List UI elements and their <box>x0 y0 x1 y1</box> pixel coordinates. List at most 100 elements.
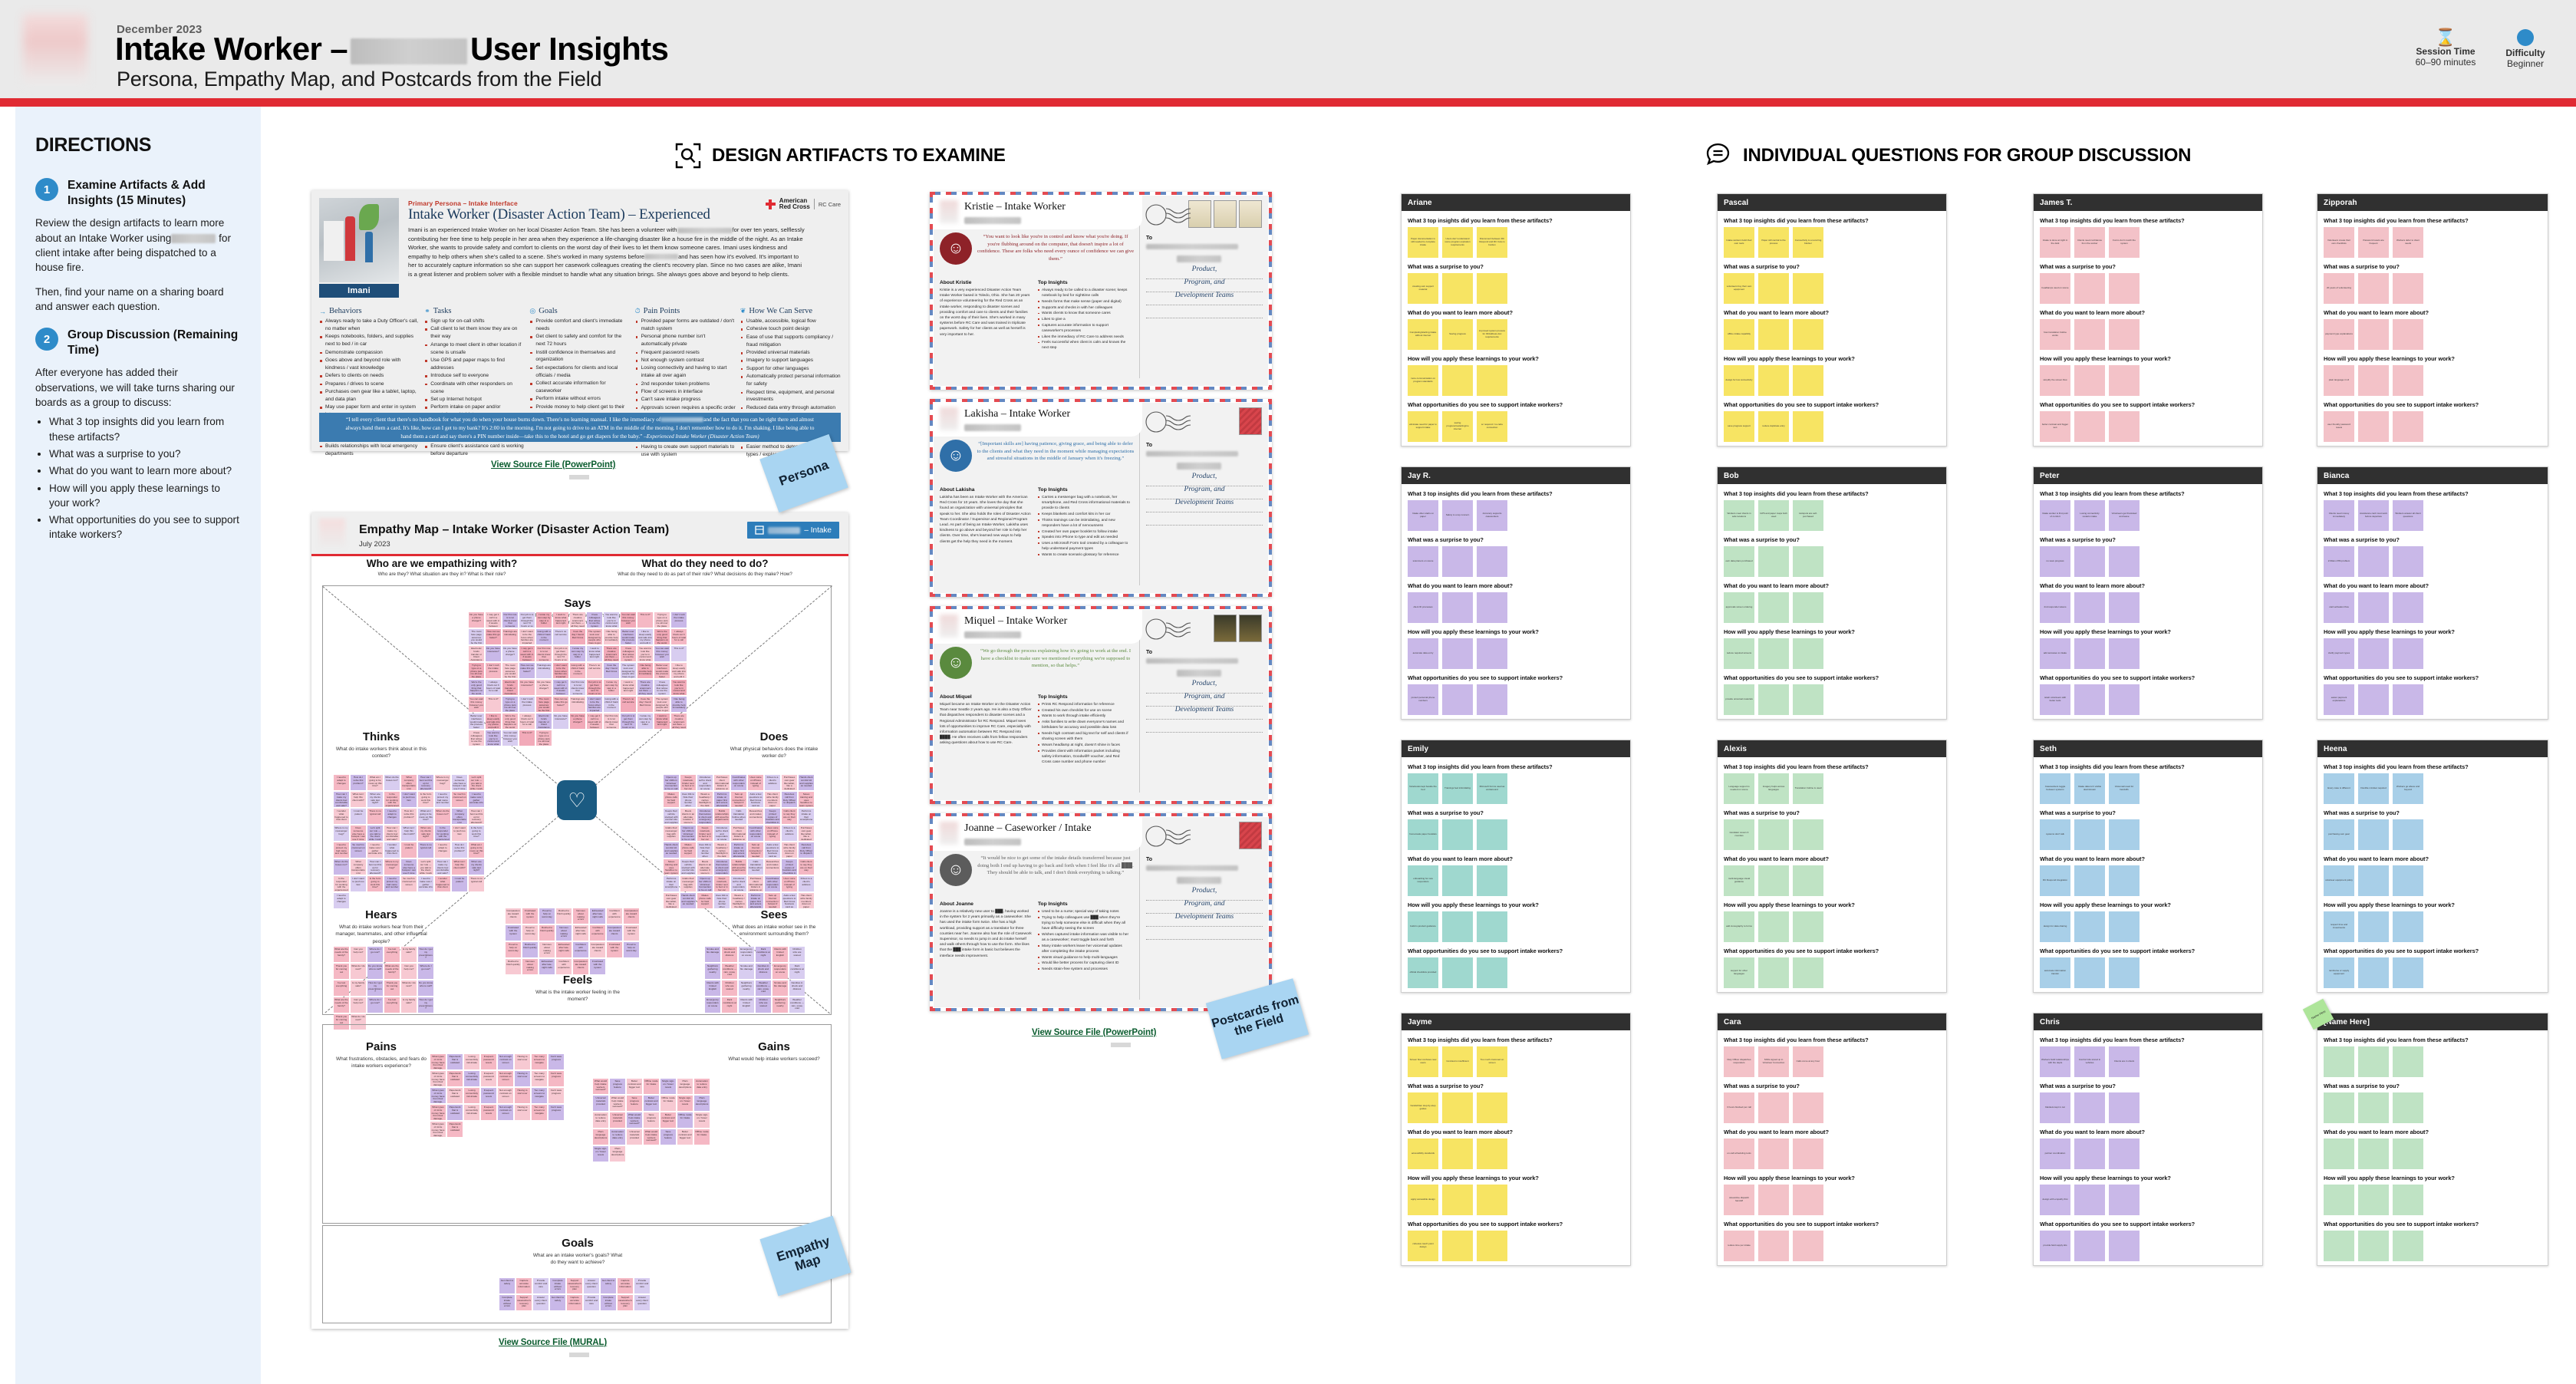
board-sticky-note[interactable]: support for other languages <box>1724 957 1754 988</box>
board-sticky-note[interactable]: Shifts signed up in Volunteer Connection <box>1758 1046 1789 1077</box>
sticky-note[interactable]: What types of circle money have from the… <box>430 1105 446 1120</box>
board-sticky-note[interactable]: 2nd responder tokens <box>2040 592 2070 623</box>
sticky-note[interactable]: Losing connectivity mid-intake <box>464 1054 479 1069</box>
sticky-note[interactable]: Losing connectivity mid-intake <box>464 1071 479 1086</box>
sticky-note[interactable]: I've lost everything <box>384 947 400 962</box>
sticky-cluster-says[interactable]: Do you have a phone charger?I may get 1 … <box>469 612 691 746</box>
board-sticky-note[interactable] <box>1477 1231 1507 1261</box>
board-sticky-note[interactable]: Duty Officer dispatches responders <box>1724 1046 1754 1077</box>
sticky-note[interactable]: Frequent password resets <box>481 1054 496 1069</box>
sticky-note[interactable]: You want to look like you're in control … <box>671 680 687 695</box>
board-sticky-note[interactable] <box>2109 592 2140 623</box>
sticky-note[interactable]: Having to start over <box>515 1054 530 1069</box>
board-sticky-note[interactable] <box>1442 957 1473 988</box>
board-sticky-note[interactable] <box>2393 365 2423 396</box>
board-sticky-note[interactable] <box>1793 319 1823 350</box>
sticky-note[interactable]: Too many screens to navigate <box>532 1088 547 1103</box>
sticky-note[interactable]: Asks a few questions to Red Cross busine… <box>782 893 797 908</box>
board-sticky-note[interactable]: systems don't talk <box>2040 819 2070 850</box>
sticky-note[interactable]: I don't want to push too fast <box>351 876 366 891</box>
sticky-note[interactable]: I don't want to push too fast <box>452 825 467 841</box>
sticky-note[interactable]: I have colleagues that refuse to use the… <box>621 646 636 661</box>
sticky-note[interactable]: Researches and makes connections <box>748 809 763 824</box>
board-sticky-note[interactable]: sc respond / no carte connection <box>1477 411 1507 442</box>
sticky-note[interactable]: Better user interfaces would make the pr… <box>621 629 636 644</box>
board-sticky-note[interactable] <box>2393 638 2423 669</box>
board-sticky-note[interactable]: multi-language visual guidance <box>1724 865 1754 896</box>
sticky-note[interactable]: Is the form going to work this time? <box>418 792 433 807</box>
sticky-note[interactable]: Neighbors gathering nearby <box>772 997 788 1013</box>
board-sticky-note[interactable] <box>2109 319 2140 350</box>
board-sticky-note[interactable]: Workers answer all client questions <box>2393 500 2423 531</box>
sticky-note[interactable]: Complete intake without errors <box>601 1295 616 1310</box>
sticky-note[interactable]: What types of circle money have from the… <box>430 1071 446 1086</box>
sticky-note[interactable]: I may get 1 call in a week with 2-3 week… <box>519 646 535 661</box>
board-sticky-note[interactable] <box>2074 592 2105 623</box>
sticky-note[interactable]: There's no cell service <box>621 697 636 712</box>
board-sticky-note[interactable] <box>1793 592 1823 623</box>
sticky-note[interactable]: Purchases own gear like tablet, like a d… <box>664 893 679 908</box>
sticky-note[interactable]: What types of circle money have from the… <box>430 1054 446 1069</box>
sticky-note[interactable]: Uses voice on iPhone instead of typing <box>765 825 780 841</box>
sticky-note[interactable]: Drives to a client's address <box>799 876 814 891</box>
sticky-note[interactable]: Opens up her shifts in Volunteer Connect… <box>664 775 679 790</box>
board-sticky-note[interactable]: approvals screen ordering <box>1724 592 1754 623</box>
board-sticky-note[interactable]: Every case is different <box>2324 773 2354 804</box>
sticky-note[interactable]: Can't save progress <box>548 1105 564 1120</box>
sticky-note[interactable]: Sets up Internet connection / hotspot if… <box>731 792 746 807</box>
sticky-note[interactable]: What can I help this client with? <box>351 792 366 807</box>
board-sticky-note[interactable] <box>2358 1231 2389 1261</box>
sticky-note[interactable]: Complete intake without errors <box>499 1295 515 1310</box>
sticky-note[interactable]: Better contrast and bigger text <box>627 1079 642 1094</box>
sticky-note[interactable]: Coordinates with other responders on sce… <box>765 876 780 891</box>
sticky-note[interactable]: Better contrast and bigger text <box>644 1096 659 1111</box>
sticky-note[interactable]: Families in shock and distress <box>756 964 771 979</box>
sticky-note[interactable]: Having to start over <box>515 1071 530 1086</box>
sticky-note[interactable]: What company offers transportation for d… <box>401 775 417 790</box>
sticky-note[interactable]: Rushed to finish quickly <box>522 942 538 957</box>
board-sticky-note[interactable]: creating own support material <box>1408 273 1438 304</box>
sticky-note[interactable]: Drives to a client's address <box>765 775 780 790</box>
board-sticky-note[interactable] <box>1477 911 1507 942</box>
sticky-note[interactable]: Answer every client question <box>584 1278 599 1293</box>
board-sticky-note[interactable]: Too much crammed on screen <box>1477 1046 1507 1077</box>
sticky-note[interactable]: I don't want to be the focus when famili… <box>519 629 535 644</box>
sticky-note[interactable]: Smoke and fire damage <box>772 980 788 996</box>
sticky-note[interactable]: Has client write family members down on … <box>765 792 780 807</box>
board-sticky-note[interactable] <box>2393 1092 2423 1123</box>
board-sticky-note[interactable] <box>2324 1046 2354 1077</box>
sticky-note[interactable]: I wonder what happened to that client <box>435 876 450 891</box>
sticky-note[interactable]: Single sign-on / fewer resets <box>593 1146 608 1162</box>
sticky-note[interactable]: Single sign-on / fewer resets <box>677 1096 693 1111</box>
board-sticky-note[interactable]: own data plans purchased <box>1724 546 1754 577</box>
board-sticky-note[interactable]: reimburse or supply equipment <box>2324 957 2354 988</box>
sticky-note[interactable]: I need to adapt to changes <box>435 842 450 858</box>
sticky-note[interactable]: I don't rush the intake process <box>671 612 687 628</box>
board-sticky-note[interactable]: no save progress <box>2040 546 2070 577</box>
sticky-note[interactable]: This is it? <box>637 612 653 628</box>
sticky-note[interactable]: What do I do next? <box>401 980 417 996</box>
sticky-note[interactable]: Saves training and uses Sandbox to learn… <box>799 792 814 807</box>
sticky-note[interactable]: What can I help this client with? <box>401 825 417 841</box>
board-sticky-note[interactable]: 2:00am ATM problem <box>2324 546 2354 577</box>
sticky-note[interactable]: Not enough contrast on screen <box>498 1054 513 1069</box>
sticky-note[interactable]: There are creative scammers out there — … <box>604 646 619 661</box>
board-sticky-note[interactable] <box>1793 1139 1823 1169</box>
sticky-note[interactable]: What do I do next? <box>351 964 366 979</box>
board-sticky-note[interactable] <box>1442 684 1473 715</box>
board-sticky-note[interactable] <box>1758 1231 1789 1261</box>
sticky-note[interactable]: What company offers transportation for d… <box>351 859 366 875</box>
sticky-note[interactable]: This is it? <box>671 646 687 661</box>
sticky-note[interactable]: Performs intake on paper first and enter… <box>731 842 746 858</box>
sticky-note[interactable]: I must be patient <box>452 876 467 891</box>
board-sticky-note[interactable] <box>2109 819 2140 850</box>
sticky-note[interactable]: Rushed to finish quickly <box>556 908 572 924</box>
board-sticky-note[interactable] <box>2358 546 2389 577</box>
sticky-note[interactable]: The system took over designed by people … <box>654 697 670 712</box>
